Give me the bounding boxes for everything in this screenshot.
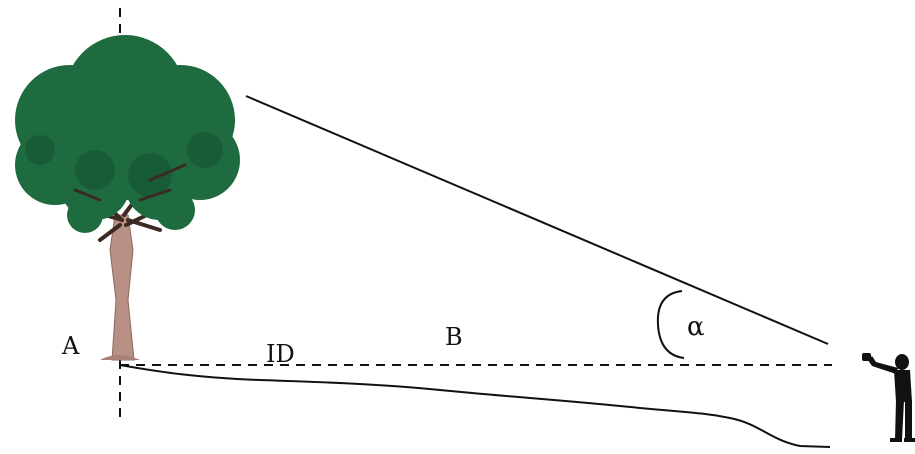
person-with-clinometer-icon xyxy=(862,353,915,442)
label-point-d: ID xyxy=(266,340,295,368)
line-of-sight xyxy=(245,95,829,345)
tree-icon xyxy=(15,35,240,361)
label-angle-alpha: α xyxy=(687,312,705,342)
label-point-a: A xyxy=(61,332,80,360)
angle-arc xyxy=(656,290,685,359)
ground-profile xyxy=(119,364,831,448)
label-distance-b: B xyxy=(445,323,463,351)
